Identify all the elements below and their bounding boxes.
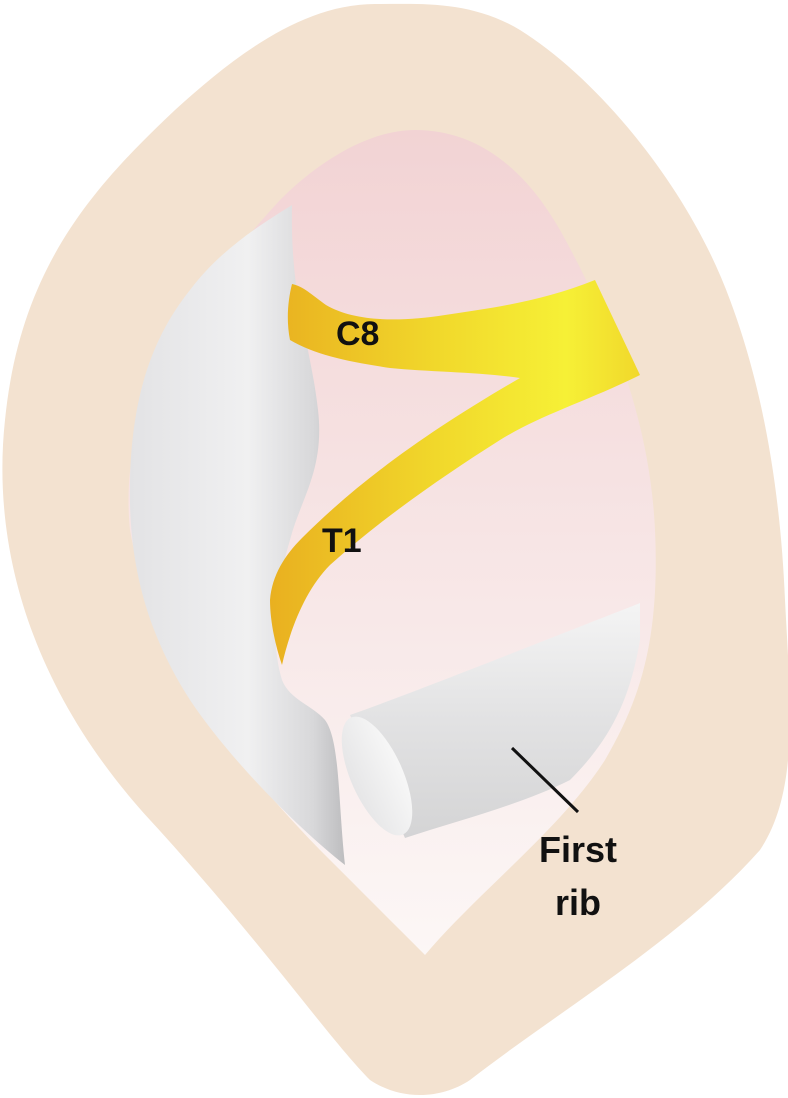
first-rib-cut-end [341,716,413,836]
first-rib-label-line2: rib [555,882,601,923]
t1-label: T1 [322,522,362,560]
first-rib [350,603,640,838]
retracted-tissue [129,205,345,865]
first-rib-label-line1: First [539,829,617,870]
first-rib-leader-line [510,746,580,814]
c8-t1-nerve-roots [270,280,640,665]
c8-label: C8 [336,315,379,353]
